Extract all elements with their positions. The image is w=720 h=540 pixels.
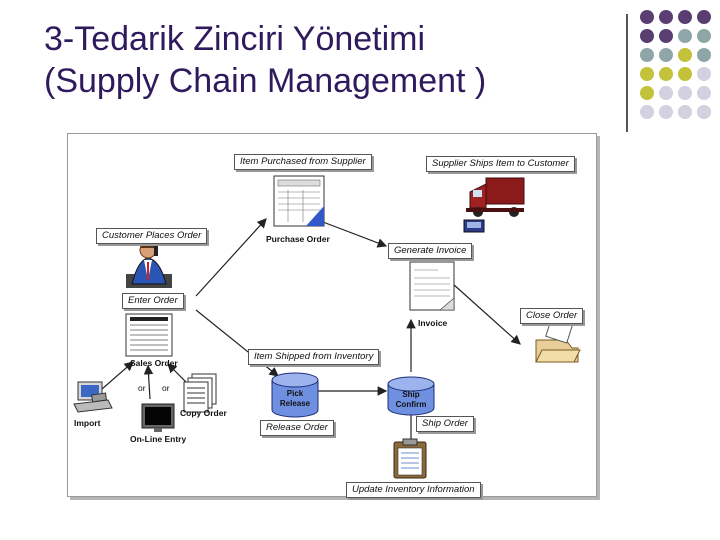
decorative-dot (678, 48, 692, 62)
computer-icon (73, 381, 113, 413)
label-close-order: Close Order (520, 308, 584, 324)
decorative-dot (640, 105, 654, 119)
arrow-online-to-sales (143, 364, 154, 400)
caption-import: Import (74, 418, 101, 428)
purchase-order-document-icon (273, 175, 325, 227)
label-update-inventory-information: Update Inventory Information (346, 482, 481, 498)
clipboard-icon (393, 438, 427, 479)
label-generate-invoice: Generate Invoice (388, 243, 473, 259)
label-item-purchased-from-supplier: Item Purchased from Supplier (234, 154, 372, 170)
decorative-dot (659, 29, 673, 43)
label-ship-order: Ship Order (416, 416, 474, 432)
ship-confirm-database-icon (387, 376, 435, 416)
decorative-dot (697, 86, 711, 100)
label-supplier-ships-item: Supplier Ships Item to Customer (426, 156, 575, 172)
decorative-dot (659, 86, 673, 100)
folder-icon (535, 318, 581, 363)
decorative-dot (697, 67, 711, 81)
decorative-dot (697, 29, 711, 43)
decorative-dot (678, 86, 692, 100)
copy-documents-icon (183, 373, 217, 413)
caption-or-1: or (138, 383, 146, 393)
title-divider (626, 14, 628, 132)
person-on-phone-icon (126, 241, 172, 288)
arrow-invoice-to-close (452, 283, 521, 345)
arrow-purchase-to-invoice (322, 221, 388, 248)
decorative-dot (640, 48, 654, 62)
supply-chain-diagram: Item Purchased from Supplier Supplier Sh… (67, 133, 597, 498)
monitor-icon (141, 403, 175, 432)
decorative-dot (697, 105, 711, 119)
caption-or-2: or (162, 383, 170, 393)
pick-release-database-icon (271, 372, 319, 418)
decorative-dot (659, 67, 673, 81)
decorative-dot (678, 67, 692, 81)
label-release-order: Release Order (260, 420, 334, 436)
label-customer-places-order: Customer Places Order (96, 228, 208, 244)
decorative-dot (640, 10, 654, 24)
caption-sales-order: Sales Order (130, 358, 178, 368)
arrow-enter-to-pick (195, 309, 279, 377)
caption-copy-order: Copy Order (180, 408, 227, 418)
caption-pick-release: Pick Release (279, 389, 311, 408)
decorative-dot (659, 105, 673, 119)
decorative-dot (640, 29, 654, 43)
caption-ship-confirm: Ship Confirm (395, 390, 427, 409)
delivery-truck-icon (463, 177, 525, 233)
caption-purchase-order: Purchase Order (266, 234, 330, 244)
invoice-document-icon (409, 261, 455, 311)
arrow-import-to-sales (101, 361, 134, 390)
slide-title: 3-Tedarik Zinciri Yönetimi (Supply Chain… (44, 18, 604, 102)
decorative-dot (678, 29, 692, 43)
decorative-dot (678, 105, 692, 119)
decorative-dot (640, 86, 654, 100)
decorative-dot (659, 10, 673, 24)
decorative-dot (697, 48, 711, 62)
slide-title-line-2: (Supply Chain Management ) (44, 62, 487, 100)
label-enter-order: Enter Order (122, 293, 184, 309)
decorative-dot (659, 48, 673, 62)
decorative-dot (678, 10, 692, 24)
sales-order-document-icon (125, 313, 173, 357)
caption-invoice: Invoice (418, 318, 448, 328)
slide-title-line-1: 3-Tedarik Zinciri Yönetimi (44, 20, 426, 58)
decorative-dot (697, 10, 711, 24)
diagram-graphics (73, 175, 581, 479)
label-item-shipped-from-inventory: Item Shipped from Inventory (248, 349, 380, 365)
arrow-enter-to-purchase (195, 218, 267, 297)
caption-online-entry: On-Line Entry (130, 434, 187, 444)
decorative-dot (640, 67, 654, 81)
